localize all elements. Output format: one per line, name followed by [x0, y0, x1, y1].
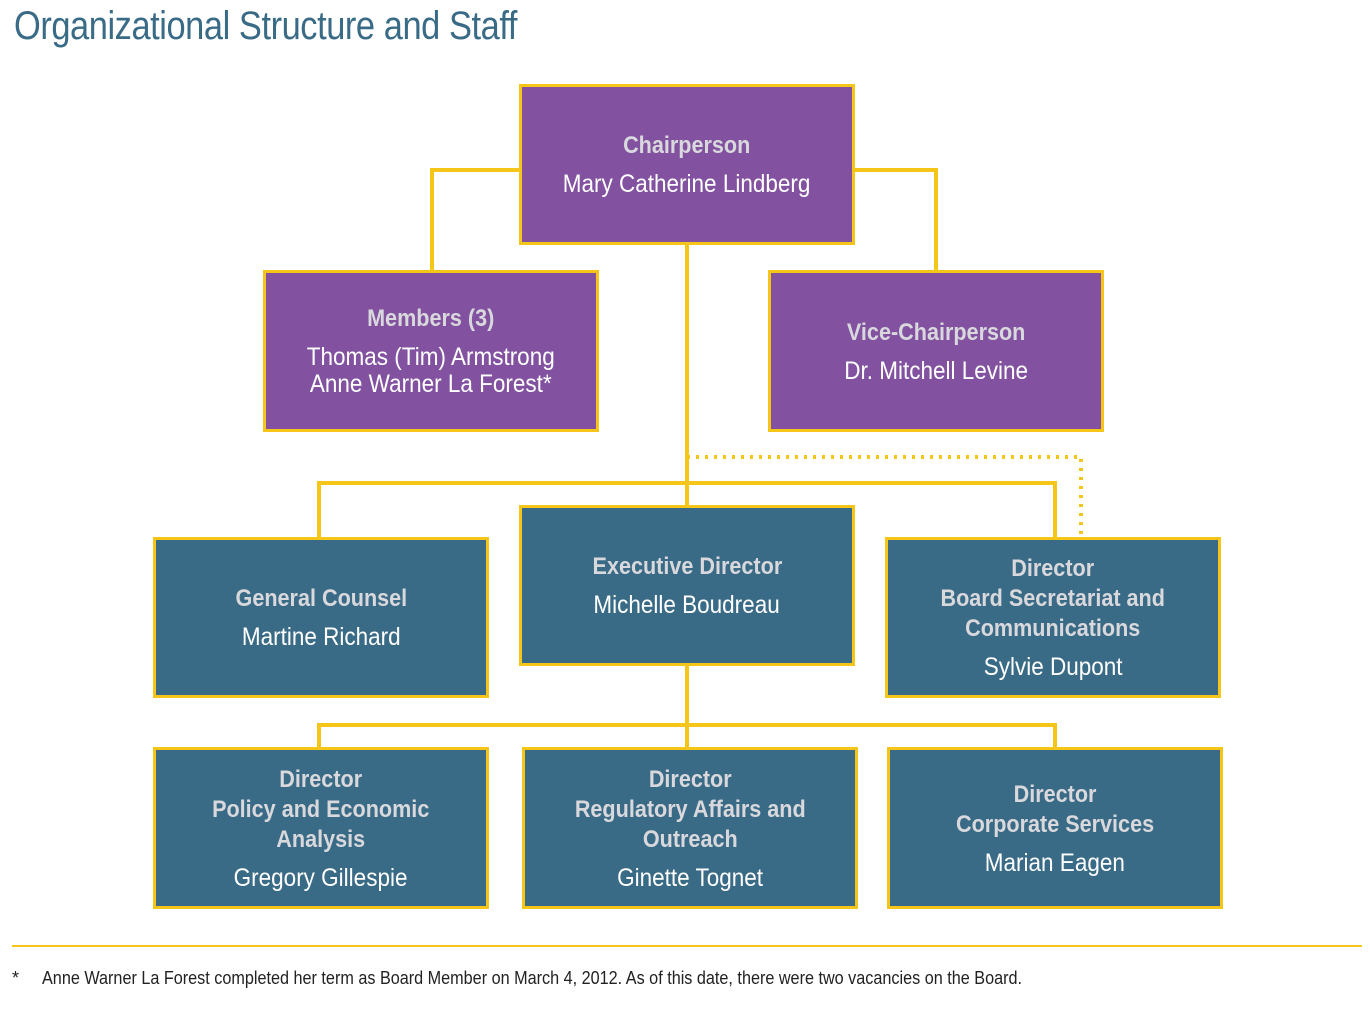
name-chairperson: Mary Catherine Lindberg [563, 170, 811, 198]
connector-board-secretariat [687, 481, 1057, 539]
role-board-secretariat: Director Board Secretariat and Communica… [940, 555, 1166, 642]
box-regulatory-affairs: Director Regulatory Affairs and Outreach… [522, 747, 858, 909]
role-executive-director: Executive Director [592, 553, 782, 580]
footnote-mark: * [12, 968, 20, 988]
name-vice-chairperson: Dr. Mitchell Levine [844, 356, 1028, 385]
role-members: Members (3) [367, 305, 495, 332]
name-policy-economic: Gregory Gillespie [234, 863, 408, 892]
connector-policy [317, 723, 687, 749]
role-policy-economic: Director Policy and Economic Analysis [212, 765, 430, 853]
footnote: * Anne Warner La Forest completed her ter… [12, 968, 1352, 989]
name-general-counsel: Martine Richard [241, 623, 401, 651]
box-vice-chairperson: Vice-Chairperson Dr. Mitchell Levine [768, 270, 1104, 432]
name-executive-director: Michelle Boudreau [593, 591, 781, 619]
box-corporate-services: Director Corporate Services Marian Eagen [887, 747, 1223, 909]
box-chairperson: Chairperson Mary Catherine Lindberg [519, 84, 855, 245]
role-regulatory-affairs: Director Regulatory Affairs and Outreach [574, 765, 806, 853]
box-policy-economic: Director Policy and Economic Analysis Gr… [153, 747, 489, 909]
name-members: Thomas (Tim) Armstrong Anne Warner La Fo… [307, 343, 555, 398]
name-regulatory-affairs: Ginette Tognet [617, 863, 763, 892]
box-executive-director: Executive Director Michelle Boudreau [519, 505, 855, 666]
footnote-divider [12, 945, 1362, 947]
box-general-counsel: General Counsel Martine Richard [153, 537, 489, 698]
connector-chair-vice [854, 168, 938, 272]
role-chairperson: Chairperson [623, 132, 751, 159]
footnote-text: Anne Warner La Forest completed her term… [42, 968, 1023, 988]
box-members: Members (3) Thomas (Tim) Armstrong Anne … [263, 270, 599, 432]
name-board-secretariat: Sylvie Dupont [983, 653, 1123, 681]
connector-chair-members [430, 168, 520, 272]
page-title: Organizational Structure and Staff [14, 4, 517, 48]
role-general-counsel: General Counsel [235, 585, 407, 612]
role-corporate-services: Director Corporate Services [955, 780, 1155, 838]
role-vice-chairperson: Vice-Chairperson [846, 318, 1026, 346]
connector-corporate [687, 723, 1057, 749]
connector-general-counsel [317, 481, 687, 539]
name-corporate-services: Marian Eagen [984, 848, 1126, 877]
box-board-secretariat: Director Board Secretariat and Communica… [885, 537, 1221, 698]
